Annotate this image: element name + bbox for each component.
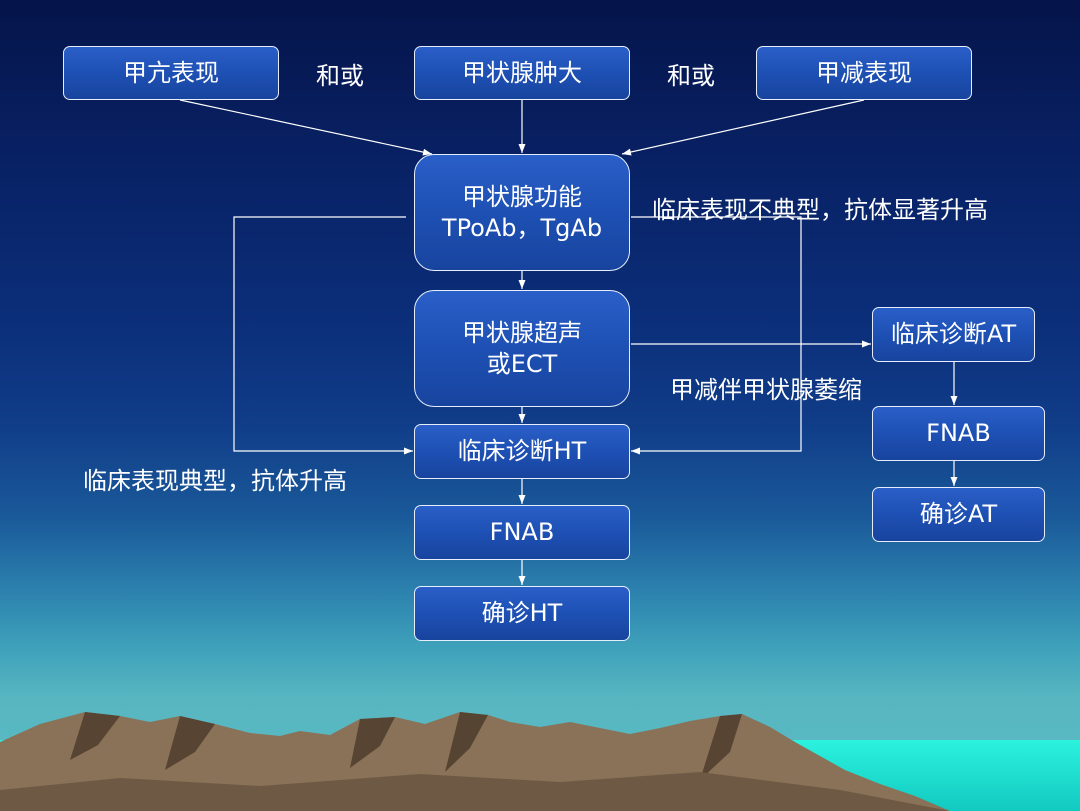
node-goiter: 甲状腺肿大 xyxy=(414,46,630,100)
mountain-shadow xyxy=(700,714,742,780)
node-fnab-ht: FNAB xyxy=(414,505,630,560)
node-thyroid-function-line1: 甲状腺功能 xyxy=(462,182,582,211)
label-atypical-high-antibody: 临床表现不典型，抗体显著升高 xyxy=(652,196,988,224)
node-hyperthyroid-signs: 甲亢表现 xyxy=(63,46,279,100)
node-confirmed-at-text: 确诊AT xyxy=(919,500,998,528)
node-confirmed-at: 确诊AT xyxy=(872,487,1045,542)
mountain-shadow xyxy=(165,716,215,770)
node-clinical-dx-ht: 临床诊断HT xyxy=(414,424,630,479)
label-and-or-right: 和或 xyxy=(667,62,715,90)
node-confirmed-ht-text: 确诊HT xyxy=(481,599,563,627)
label-typical-antibody-rise: 临床表现典型，抗体升高 xyxy=(83,467,347,495)
arrow-hypo-to-function xyxy=(621,99,865,156)
label-hypothyroid-atrophy: 甲减伴甲状腺萎缩 xyxy=(670,376,862,404)
node-fnab-ht-text: FNAB xyxy=(489,518,555,546)
node-goiter-text: 甲状腺肿大 xyxy=(462,58,582,87)
node-thyroid-ultrasound-line2: 或ECT xyxy=(486,349,558,378)
label-and-or-left: 和或 xyxy=(316,62,364,90)
arrow-typical-path xyxy=(233,216,413,455)
mountain-shadow xyxy=(445,712,488,772)
node-confirmed-ht: 确诊HT xyxy=(414,586,630,641)
node-clinical-dx-at: 临床诊断AT xyxy=(872,307,1035,362)
node-thyroid-function: 甲状腺功能 TPoAb，TgAb xyxy=(414,154,630,271)
node-hyperthyroid-signs-text: 甲亢表现 xyxy=(123,58,219,87)
mountain-shadow xyxy=(70,712,120,760)
arrow-hyper-to-function xyxy=(179,99,433,156)
node-thyroid-ultrasound-line1: 甲状腺超声 xyxy=(462,318,582,347)
node-hypothyroid-signs: 甲减表现 xyxy=(756,46,972,100)
arrow-atypical-path xyxy=(631,216,802,455)
node-fnab-at-text: FNAB xyxy=(926,419,991,447)
node-thyroid-function-line2: TPoAb，TgAb xyxy=(441,213,603,242)
mountain-shadow xyxy=(350,717,395,768)
node-hypothyroid-signs-text: 甲减表现 xyxy=(816,58,912,87)
node-thyroid-ultrasound: 甲状腺超声 或ECT xyxy=(414,290,630,407)
node-clinical-dx-at-text: 临床诊断AT xyxy=(890,320,1017,348)
node-clinical-dx-ht-text: 临床诊断HT xyxy=(457,437,587,465)
node-fnab-at: FNAB xyxy=(872,406,1045,461)
mountain-foreground xyxy=(0,772,950,811)
